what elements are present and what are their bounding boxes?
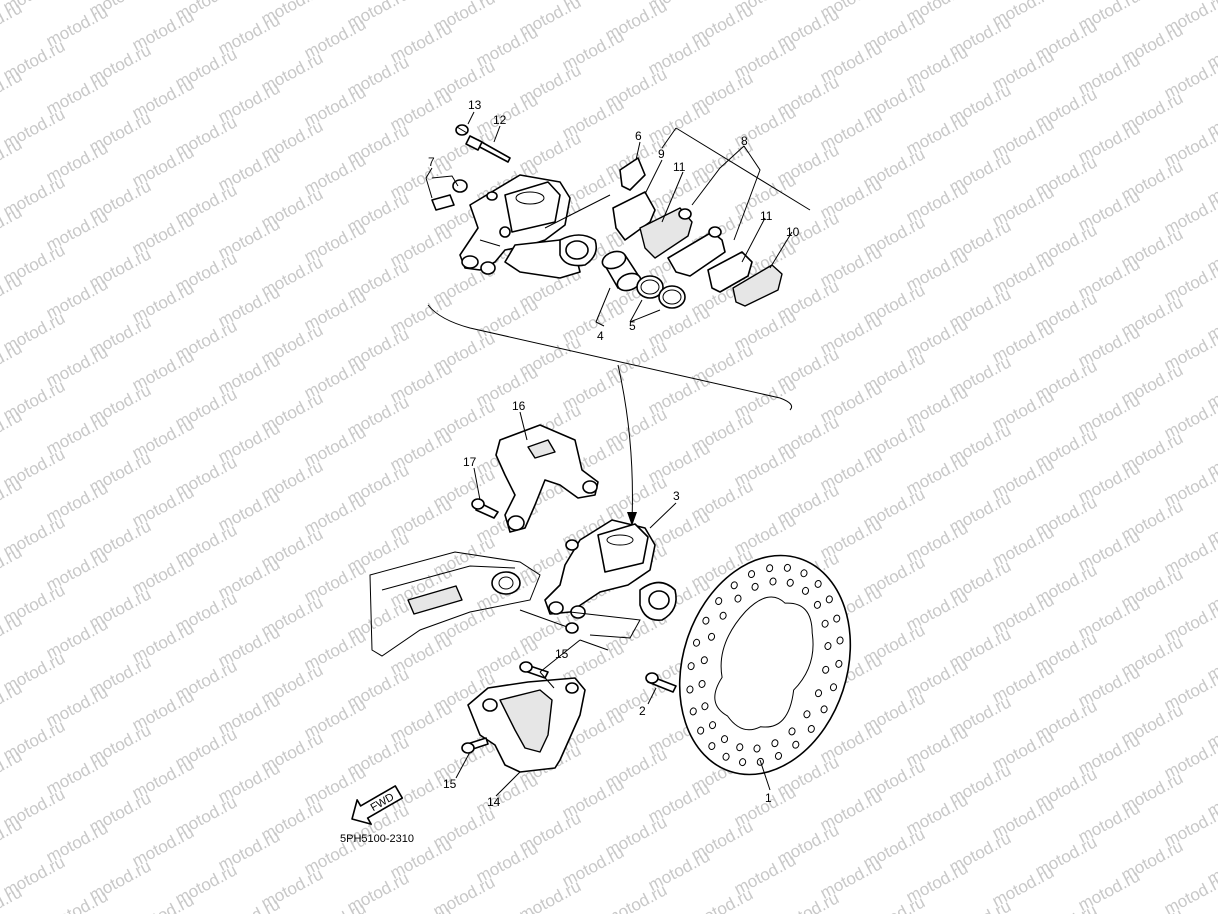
callout-5: 5 [629, 319, 636, 333]
bracket-bolt-head [471, 498, 485, 510]
disc-hole [747, 570, 756, 579]
disc-hole [708, 721, 717, 730]
assembly-arrow-head [627, 512, 637, 526]
fwd-arrow-icon: FWD [351, 785, 404, 825]
disc-hole [753, 744, 761, 753]
callout-15-lower: 15 [443, 777, 457, 791]
disc-hole [720, 735, 729, 744]
disc-bolt [645, 672, 677, 693]
disc-hole [821, 619, 829, 628]
disc-hole [774, 751, 783, 760]
disc-hole [771, 739, 779, 748]
disc-hole [813, 600, 822, 609]
disc-hole [836, 636, 844, 645]
disc-hole [788, 727, 796, 736]
assembly-arrow-line [617, 364, 633, 521]
callout-6: 6 [635, 129, 642, 143]
callout-3: 3 [673, 489, 680, 503]
piston-seals [636, 275, 686, 309]
diagram-code: 5PH5100-2310 [340, 833, 414, 845]
upper-leader-lines [425, 111, 811, 327]
callout-10: 10 [786, 225, 800, 239]
disc-hole [801, 586, 810, 595]
disc-hole [722, 752, 730, 761]
swingarm [369, 551, 571, 657]
disc-hole [783, 563, 791, 572]
brake-pads [612, 191, 783, 307]
pin-cap [455, 124, 469, 136]
lower-leader-lines [455, 411, 771, 797]
disc-hole [697, 726, 705, 735]
callout-4: 4 [597, 329, 604, 343]
pad-spring [619, 157, 646, 191]
disc-hole [822, 665, 830, 674]
disc-hole [692, 638, 701, 647]
disc-hole [756, 757, 764, 766]
disc-hole [833, 614, 841, 623]
caliper-assembled [544, 519, 677, 639]
callout-11-upper: 11 [673, 160, 686, 174]
callout-15-upper: 15 [555, 647, 569, 661]
disc-hole [800, 569, 808, 578]
callout-17: 17 [463, 455, 477, 469]
disc-hole [715, 597, 723, 606]
disc-hole [825, 595, 833, 604]
callout-13: 13 [468, 98, 482, 112]
disc-hole [701, 702, 709, 711]
pin-bolt [465, 135, 511, 163]
piston [601, 250, 642, 292]
brake-disc [678, 554, 852, 776]
disc-hole [820, 705, 828, 714]
disc-hole [686, 685, 694, 694]
bleed-screw [431, 179, 468, 211]
disc-hole [792, 740, 800, 749]
disc-hole [814, 689, 823, 698]
callout-16: 16 [512, 399, 526, 413]
disc-guard [467, 677, 586, 773]
disc-hole [700, 656, 708, 665]
callout-11-lower: 11 [760, 209, 773, 223]
callout-1: 1 [765, 791, 772, 805]
disc-hole [835, 659, 843, 668]
callout-9: 9 [658, 147, 665, 161]
disc-hole [719, 611, 727, 620]
disc-hole [829, 683, 838, 692]
caliper-body-upper [459, 174, 598, 279]
disc-hole [734, 594, 742, 603]
disc-hole [814, 580, 822, 588]
disc-ventilation-holes [686, 563, 844, 767]
disc-hole [736, 743, 744, 752]
disc-hole [730, 581, 738, 590]
caliper-bracket [495, 424, 599, 533]
disc-hole [824, 642, 832, 650]
callout-7: 7 [428, 155, 435, 169]
disc-hole [689, 707, 697, 716]
callout-8: 8 [741, 134, 748, 148]
disc-hole [707, 632, 716, 641]
callout-2: 2 [639, 704, 646, 718]
group-bracket-line [427, 304, 793, 411]
callout-14: 14 [487, 795, 501, 809]
disc-hole [702, 616, 710, 625]
fwd-label: FWD [369, 791, 397, 814]
disc-hole [739, 758, 747, 767]
disc-hole [766, 564, 774, 573]
disc-hole [698, 680, 706, 688]
disc-hole [751, 582, 759, 591]
guard-bolt-lower [461, 737, 489, 754]
disc-hole [786, 578, 794, 587]
disc-hole [807, 724, 815, 733]
callout-12: 12 [493, 113, 507, 127]
disc-hole [803, 710, 811, 719]
disc-hole [769, 577, 777, 586]
disc-hole [708, 742, 716, 750]
disc-hole [687, 662, 695, 671]
